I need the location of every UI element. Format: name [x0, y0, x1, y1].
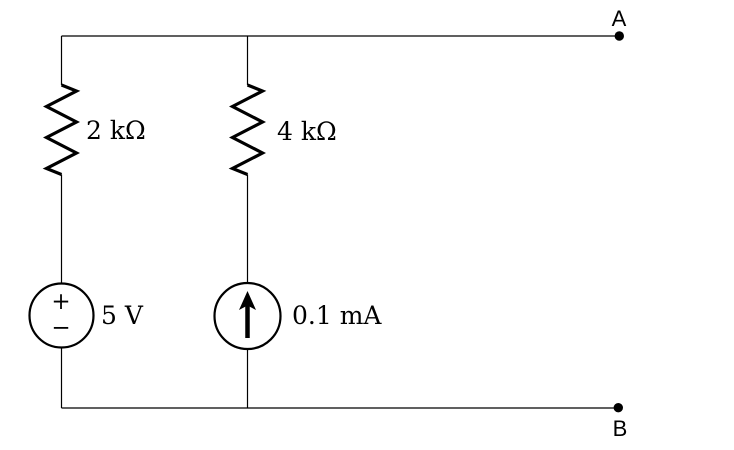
voltage-source-minus-sign: −	[51, 315, 70, 341]
terminal-a-label: A	[612, 6, 627, 31]
resistor-2k-label: 2 kΩ	[86, 116, 146, 145]
voltage-source-label: 5 V	[101, 301, 144, 330]
current-source-label: 0.1 mA	[292, 301, 382, 330]
voltage-source-plus-sign: +	[51, 289, 70, 315]
terminal-b-dot	[613, 403, 623, 413]
resistor-4k-label: 4 kΩ	[277, 117, 337, 146]
voltage-source-circle	[28, 282, 95, 349]
current-arrow-head-icon	[239, 291, 256, 310]
terminal-a-dot	[614, 31, 624, 41]
resistor-2k-symbol	[42, 83, 81, 176]
terminal-b-label: B	[613, 416, 628, 441]
resistor-4k-symbol	[228, 83, 267, 176]
